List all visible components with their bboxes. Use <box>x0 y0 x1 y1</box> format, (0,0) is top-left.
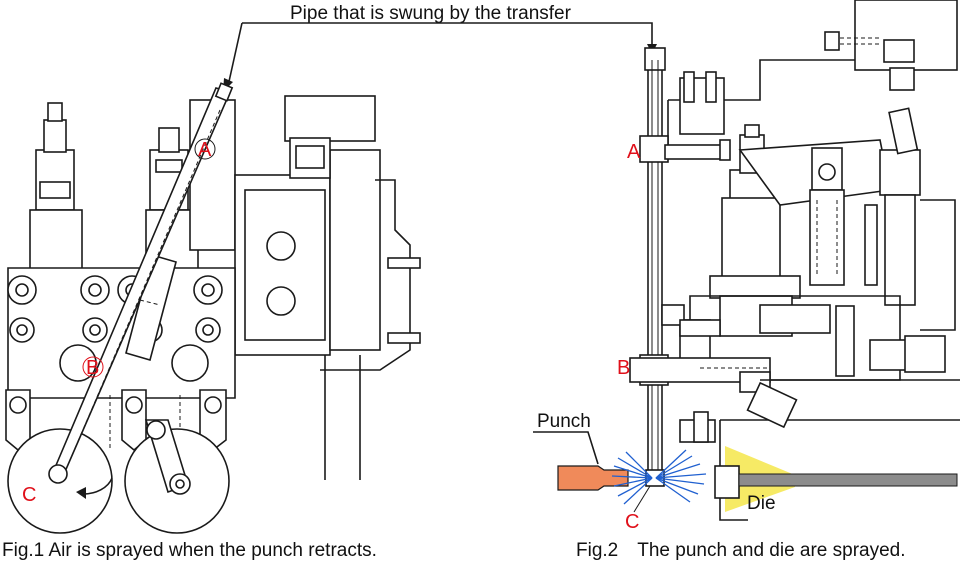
fig2-point-c-label: C <box>625 511 639 533</box>
fig1-point-b-label: B <box>86 357 99 379</box>
fig1-caption: Fig.1 Air is sprayed when the punch retr… <box>2 540 377 561</box>
fig1-point-a-label: A <box>198 139 212 161</box>
fig1-drawing <box>5 82 421 534</box>
callout-leader-line <box>242 22 653 48</box>
fig1-point-a-circle <box>194 138 216 160</box>
fig2-punch <box>557 465 629 491</box>
fig2-air-spray <box>611 449 707 505</box>
callout-leader-line-left <box>227 22 243 87</box>
fig2-die-label: Die <box>747 493 776 514</box>
fig2-punch-label: Punch <box>537 411 591 432</box>
fig2-point-a-label: A <box>627 141 641 163</box>
fig2-punch-leader <box>533 431 599 465</box>
fig1-point-b-circle <box>82 356 104 378</box>
fig2-point-c-leader <box>633 485 651 513</box>
fig2-die <box>714 465 740 499</box>
fig1-point-c-label: C <box>22 484 36 506</box>
fig2-die-bar <box>738 473 958 487</box>
callout-text: Pipe that is swung by the transfer <box>290 3 572 24</box>
fig2-drawing <box>629 0 960 521</box>
fig2-point-b-label: B <box>617 357 630 379</box>
fig2-caption: Fig.2 The punch and die are sprayed. <box>576 540 906 561</box>
